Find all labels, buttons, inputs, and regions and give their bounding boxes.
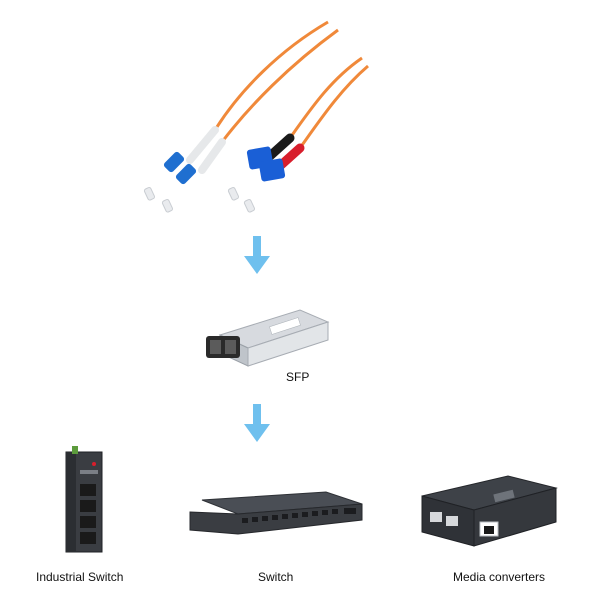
media-converter-icon [421,475,558,547]
sfp-label: SFP [286,370,310,384]
rack-switch-icon [189,491,363,535]
down-arrow-icon [244,404,270,442]
down-arrow-icon [244,236,270,274]
media-converters-label: Media converters [453,570,546,584]
fiber-patch-cable-icon [143,20,369,213]
sfp-module-icon [206,309,330,367]
industrial-switch-label: Industrial Switch [36,570,124,584]
industrial-switch-icon [65,446,103,553]
switch-label: Switch [258,570,294,584]
